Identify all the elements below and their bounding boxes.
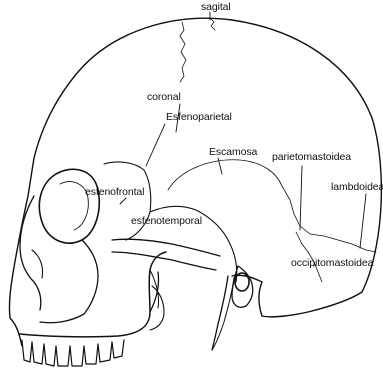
label-sagital: sagital — [201, 1, 231, 13]
nasal-region — [20, 196, 41, 310]
label-escamosa: Escamosa — [209, 146, 257, 158]
maxilla-outline — [40, 240, 98, 323]
label-esfenofrontal: esfenofrontal — [85, 186, 144, 198]
orbit — [39, 169, 99, 243]
label-coronal: coronal — [147, 91, 181, 103]
label-esfenoparietal: Esfenoparietal — [166, 111, 232, 123]
label-esfenotemporal: esfenotemporal — [131, 215, 202, 227]
coronal-suture — [180, 22, 186, 82]
parietomastoidea-suture — [282, 186, 376, 252]
label-lambdoidea: lambdoidea — [331, 181, 383, 193]
pointer-lines — [120, 12, 366, 266]
sagital-suture — [210, 18, 215, 30]
escamosa-suture — [168, 160, 282, 190]
sphenoid-region — [104, 162, 151, 240]
nasal-aperture — [32, 250, 43, 278]
zygomatic-arch-lower — [112, 252, 216, 270]
label-occipitomastoidea: occipitomastoidea — [291, 257, 383, 269]
styloid-process — [212, 276, 228, 350]
upper-teeth — [22, 340, 124, 366]
label-parietomastoidea: parietomastoidea — [272, 151, 351, 163]
